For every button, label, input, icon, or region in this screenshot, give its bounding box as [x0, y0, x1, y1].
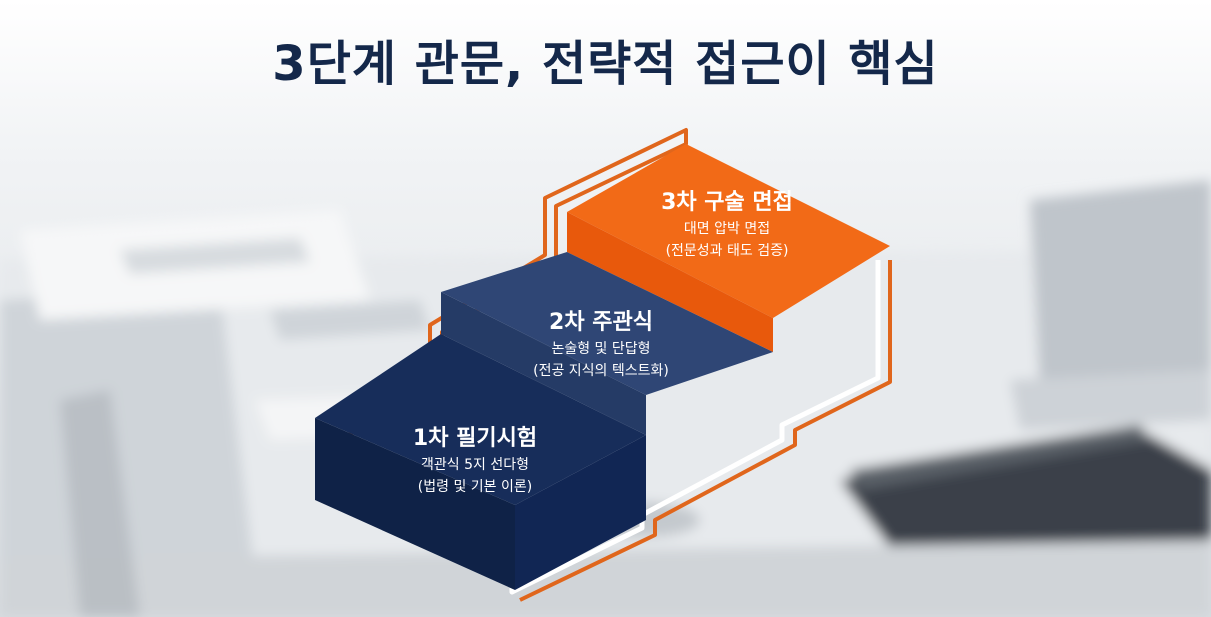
- orange-outline-frame-right: [519, 260, 892, 602]
- step-2-text: 2차 주관식 논술형 및 단답형 (전공 지식의 텍스트화): [486, 308, 716, 382]
- step-1-side-face: [515, 435, 646, 590]
- page-title: 3단계 관문, 전략적 접근이 핵심: [272, 36, 939, 92]
- step-2-description: 논술형 및 단답형: [551, 341, 651, 357]
- step-3-detail: (전문성과 태도 검증): [665, 243, 789, 259]
- step-2-top-face: [441, 252, 773, 395]
- white-outline-frame: [509, 260, 881, 595]
- step-1-detail: (법령 및 기본 이론): [417, 479, 533, 495]
- step-1-description: 객관식 5지 선다형: [421, 457, 529, 473]
- step-2-title: 2차 주관식: [549, 310, 653, 335]
- step-3-text: 3차 구술 면접 대면 압박 면접 (전문성과 태도 검증): [612, 188, 842, 262]
- step-2-front-face: [441, 292, 646, 435]
- step-1-front-face: [315, 418, 515, 590]
- step-3-title: 3차 구술 면접: [661, 190, 793, 215]
- step-3-top-face: [567, 144, 890, 318]
- step-1-title: 1차 필기시험: [412, 426, 538, 451]
- step-3-description: 대면 압박 면접: [683, 221, 771, 237]
- step-1-top-face: [315, 334, 646, 505]
- step-3-front-face: [567, 212, 773, 352]
- step-1-text: 1차 필기시험 객관식 5지 선다형 (법령 및 기본 이론): [360, 424, 590, 498]
- step-2-detail: (전공 지식의 텍스트화): [533, 363, 669, 379]
